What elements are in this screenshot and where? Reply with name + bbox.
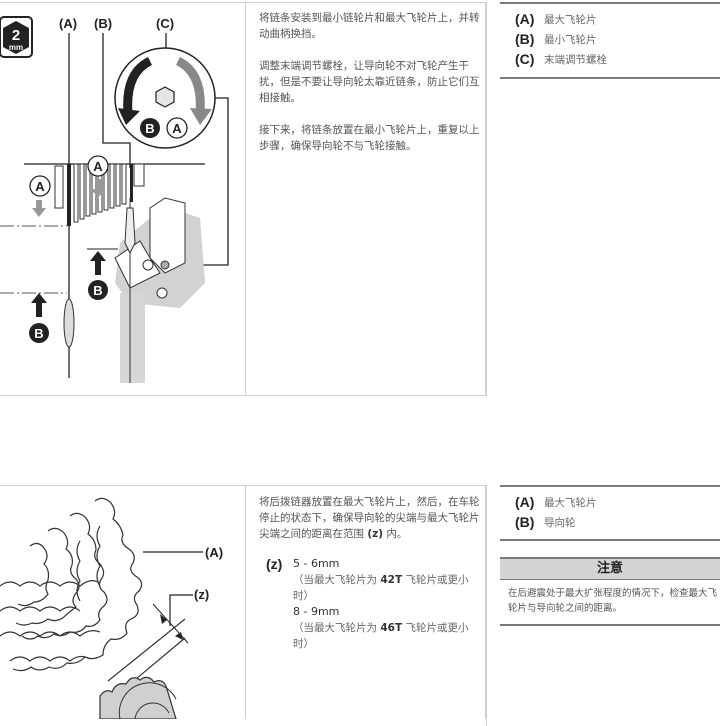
svg-text:B: B [145,121,154,136]
legend-top-rule [500,485,720,487]
section-1-right-border [485,3,486,395]
section-2-right-border [485,486,486,719]
svg-text:A: A [35,179,45,194]
section-1-instructions: 将链条安装到最小链轮片和最大飞轮片上，并转动曲柄换挡。 调整末端调节螺栓，让导向… [259,10,481,170]
legend-item: (A) 最大飞轮片 [515,11,597,27]
caution-text: 在后避震处于最大扩张程度的情况下，检查最大飞轮片与导向轮之间的距离。 [508,588,718,614]
step-text: 接下来，将链条放置在最小飞轮片上，重复以上步骤，确保导向轮不与飞轮接触。 [259,124,480,152]
label-a: (A) [59,16,77,31]
caution-bottom-rule [500,624,720,626]
legend-item: (B) 导向轮 [515,514,576,530]
section-1-legend: (A) 最大飞轮片 (B) 最小飞轮片 (C) 末端调节螺栓 [515,9,607,69]
svg-text:B: B [34,326,43,341]
label-b: (B) [94,16,112,31]
legend-item: (B) 最小飞轮片 [515,31,597,47]
legend-item: (C) 末端调节螺栓 [515,51,607,67]
svg-text:B: B [93,283,102,298]
legend-item: (A) 最大飞轮片 [515,494,597,510]
label-c: (C) [156,16,174,31]
clearance-note: （当最大飞轮片为 42T 飞轮片或更小时） [293,574,469,602]
derailleur-adjustment-diagram: 2 mm (A) (B) (C) B A A A B B [0,16,229,383]
section-1-frame [0,2,487,396]
step-text: 调整末端调节螺栓，让导向轮不对飞轮产生干扰，但是不要让导向轮太靠近链条，防止它们… [259,60,480,104]
svg-text:2: 2 [12,27,20,44]
section-2-instructions: 将后拨链器放置在最大飞轮片上，然后，在车轮停止的状态下，确保导向轮的尖端与最大飞… [259,494,481,558]
section-2-frame [0,485,487,726]
clearance-value: 5 - 6mm [293,557,340,570]
label-a: (A) [205,545,223,560]
step-text: 将链条安装到最小链轮片和最大飞轮片上，并转动曲柄换挡。 [259,12,480,40]
svg-text:A: A [93,159,103,174]
clearance-value: 8 - 9mm [293,605,340,618]
step-text: 将后拨链器放置在最大飞轮片上，然后，在车轮停止的状态下，确保导向轮的尖端与最大飞… [259,496,480,540]
hex-key-2mm-icon: 2 mm [0,16,33,58]
section-2-legend: (A) 最大飞轮片 (B) 导向轮 [515,492,597,532]
legend-bottom-rule [500,539,720,541]
pulley-clearance-diagram: (A) (z) [0,497,223,719]
caution-header: 注意 [500,557,720,580]
section-2-divider [245,486,246,719]
section-1-divider [245,3,246,395]
label-z: (z) [194,587,209,602]
svg-text:A: A [172,121,182,136]
svg-text:mm: mm [9,43,23,52]
clearance-note: （当最大飞轮片为 46T 飞轮片或更小时） [293,622,469,650]
legend-bottom-rule [500,77,720,79]
legend-top-rule [500,2,720,4]
